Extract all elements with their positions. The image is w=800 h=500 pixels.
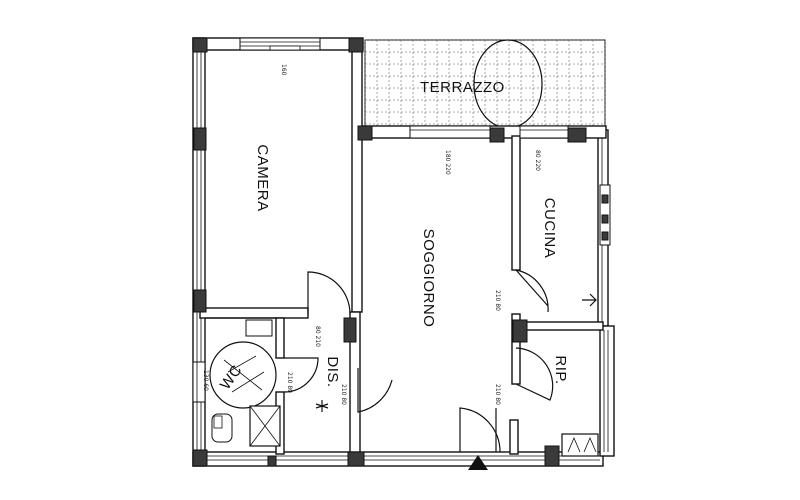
pillar bbox=[348, 37, 364, 53]
doors bbox=[283, 269, 554, 453]
star-marker-icon bbox=[315, 400, 329, 412]
entrance-arrow-icon bbox=[468, 455, 488, 470]
terrace-hatch bbox=[364, 39, 606, 133]
dim-wc-door: 210 80 bbox=[286, 372, 293, 393]
room-label-living: SOGGIORNO bbox=[420, 229, 437, 328]
dim-storage-door: 210 80 bbox=[494, 384, 501, 405]
pillar bbox=[192, 449, 208, 467]
room-label-storage: RIP. bbox=[552, 355, 569, 384]
pillar bbox=[192, 37, 208, 53]
room-label-hall: DIS. bbox=[324, 356, 341, 387]
dim-kitchen-door: 210 80 bbox=[494, 290, 501, 311]
dim-bedroom-window: 160 bbox=[280, 64, 287, 76]
windows bbox=[192, 37, 611, 403]
dim-living-door: 80 210 bbox=[314, 326, 321, 347]
room-label-kitchen: CUCINA bbox=[541, 198, 558, 259]
storage-fixture bbox=[561, 433, 599, 457]
pillar bbox=[567, 127, 587, 143]
dim-wc-window: 130 60 bbox=[202, 370, 209, 391]
dim-kitchen-window: 80 220 bbox=[534, 150, 541, 171]
pillar bbox=[267, 455, 277, 467]
pillar bbox=[512, 319, 528, 343]
pillar bbox=[347, 451, 365, 467]
dim-hall-door: 210 80 bbox=[340, 384, 347, 405]
pillars bbox=[192, 37, 587, 467]
pillar bbox=[193, 127, 207, 151]
room-label-wc: WC bbox=[217, 362, 246, 393]
kitchen-arrow-icon bbox=[582, 293, 597, 307]
wc-fixtures bbox=[209, 319, 281, 447]
pillar bbox=[193, 289, 207, 313]
room-label-terrace: TERRAZZO bbox=[420, 79, 505, 96]
pillar bbox=[489, 127, 505, 143]
pillar bbox=[544, 445, 560, 467]
room-label-bedroom: CAMERA bbox=[254, 144, 271, 211]
pillar bbox=[343, 317, 357, 343]
dim-living-window: 180 220 bbox=[444, 150, 451, 175]
pillar bbox=[357, 125, 373, 141]
